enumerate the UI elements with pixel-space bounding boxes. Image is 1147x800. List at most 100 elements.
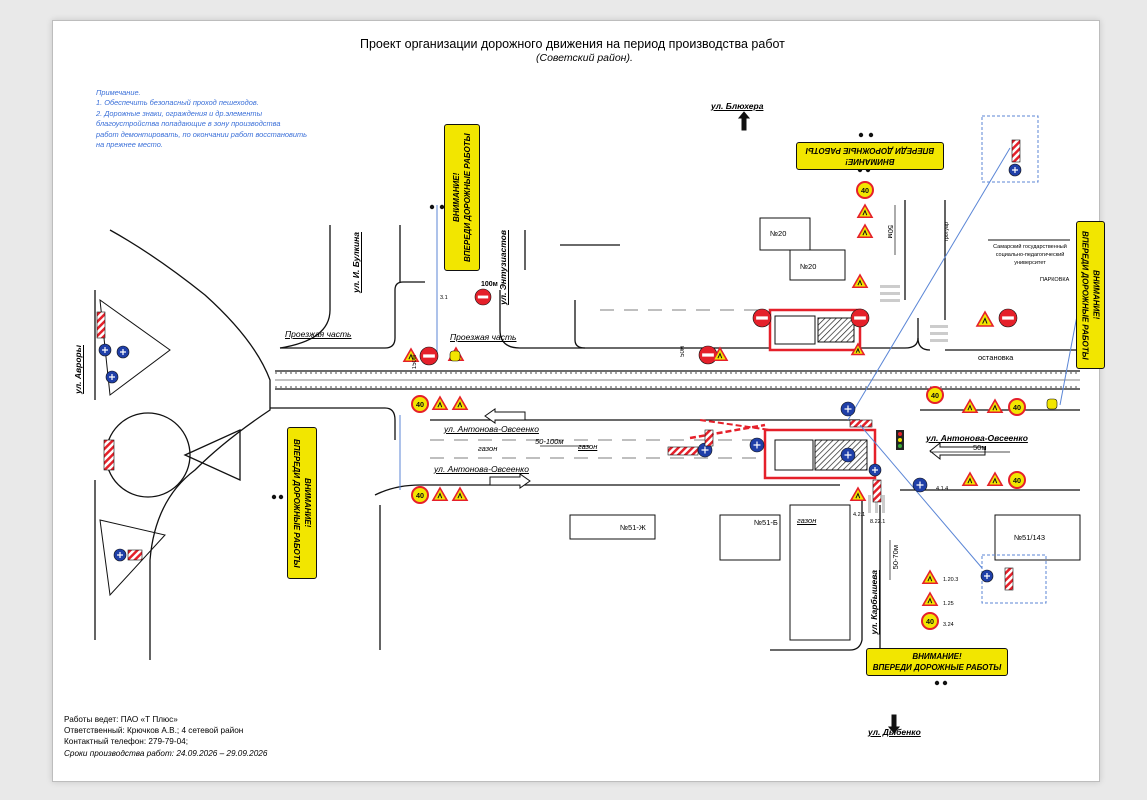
svg-text:40: 40 (931, 391, 939, 400)
beacon-light-icon (449, 350, 461, 362)
sign-post-icon (271, 494, 277, 500)
label-parking: ПАРКОВКА (1040, 277, 1070, 283)
label-100m: 100м (481, 281, 498, 288)
street-avrory: ул. Авроры (73, 345, 83, 394)
notes-line: работ демонтировать, по окончании работ … (96, 129, 308, 139)
mandatory-direction-icon (980, 569, 994, 583)
no-entry-sign-icon (850, 308, 870, 328)
roadworks-warning-icon (431, 395, 449, 411)
notes-block: Примечание. 1. Обеспечить безопасный про… (96, 88, 307, 150)
svg-text:40: 40 (926, 617, 934, 626)
footer-contractor: Работы ведет: ПАО «Т Плюс» (64, 715, 178, 724)
barrier-board-icon (96, 311, 106, 339)
roadworks-warning-icon (856, 223, 874, 239)
warning-board-bottom: ВНИМАНИЕ! ВПЕРЕДИ ДОРОЖНЫЕ РАБОТЫ (866, 648, 1008, 676)
label-bus-stop: остановка (978, 353, 1014, 362)
mandatory-direction-icon (840, 447, 856, 463)
speed-limit-40-icon: 40 (1008, 471, 1026, 489)
barrier-board-icon (1011, 139, 1021, 163)
roadworks-warning-icon (849, 486, 867, 502)
mandatory-direction-icon (98, 343, 112, 357)
speed-limit-40-icon: 40 (856, 181, 874, 199)
barrier-board-icon (704, 429, 714, 447)
tram-track (275, 370, 1080, 390)
label-150m: 150м (412, 355, 418, 370)
road-curbs (270, 200, 1080, 651)
building-20a: №20 (770, 229, 787, 238)
warning-line: ВПЕРЕДИ ДОРОЖНЫЕ РАБОТЫ (463, 133, 472, 262)
label-gazon: газон (478, 444, 498, 453)
lane-markings (430, 309, 860, 459)
notes-line: 1. Обеспечить безопасный проход пешеходо… (96, 98, 259, 108)
building-51-143: №51/143 (1014, 533, 1045, 542)
roadworks-warning-icon (986, 398, 1004, 414)
roadworks-warning-icon (431, 486, 449, 502)
footer-dates: Сроки производства работ: 24.09.2026 – 2… (64, 748, 268, 758)
warning-line: ВНИМАНИЕ! (452, 172, 461, 223)
notes-line: на прежнее место. (96, 140, 163, 150)
work-zone-upper (768, 308, 862, 352)
warning-line: ВПЕРЕДИ ДОРОЖНЫЕ РАБОТЫ (872, 663, 1002, 672)
label-distance: 50м (886, 225, 895, 239)
direction-arrows (484, 111, 986, 734)
building-61zh: №51-Ж (620, 523, 646, 532)
mandatory-direction-icon (113, 548, 127, 562)
pointer-lines (399, 147, 1081, 569)
notes-heading: Примечание. (96, 88, 141, 97)
crosswalks (868, 285, 948, 513)
roadworks-warning-icon (921, 569, 939, 585)
sign-code: 4.1.4 (936, 486, 949, 492)
traffic-light (896, 430, 904, 450)
roadworks-warning-icon (961, 398, 979, 414)
roadworks-warning-icon (711, 346, 729, 362)
svg-text:40: 40 (1013, 403, 1021, 412)
footer-info: Работы ведет: ПАО «Т Плюс» Ответственный… (64, 714, 267, 759)
barrier-board-icon (103, 439, 115, 471)
mandatory-direction-icon (697, 442, 713, 458)
roadworks-warning-icon (451, 395, 469, 411)
footer-responsible: Ответственный: Крючков А.В.; 4 сетевой р… (64, 726, 244, 736)
svg-text:40: 40 (416, 400, 424, 409)
street-bulkina: ул. И. Булкина (351, 232, 361, 293)
label-50m: 50м (680, 346, 686, 357)
no-entry-sign-icon (474, 288, 492, 306)
label-proezzhaya-left: Проезжая часть (285, 329, 352, 339)
label-gazon: газон (578, 442, 598, 451)
mandatory-direction-icon (749, 437, 765, 453)
label-distance: 50-70м (891, 545, 900, 570)
warning-board-left: ВНИМАНИЕ! ВПЕРЕДИ ДОРОЖНЫЕ РАБОТЫ (444, 124, 480, 271)
label-university: Самарский государственный социально-педа… (993, 244, 1067, 266)
building-61b: №51-Б (754, 518, 778, 527)
speed-limit-40-icon: 40 (411, 395, 429, 413)
barrier-board-icon (127, 549, 143, 561)
sign-code: 8.22.1 (870, 519, 886, 525)
no-entry-sign-icon (998, 308, 1018, 328)
street-antonova-lower: ул. Антонова-Овсеенко (434, 464, 529, 474)
roadworks-warning-icon (856, 203, 874, 219)
sign-code: 3.24 (943, 622, 954, 628)
roadworks-warning-icon (961, 471, 979, 487)
svg-text:40: 40 (861, 186, 869, 195)
page-title: Проект организации дорожного движения на… (360, 37, 785, 51)
sign-post-icon (278, 494, 284, 500)
street-dybenko: ул. Дыбенко (868, 727, 921, 737)
street-entuziastov: ул. Энтузиастов (498, 230, 508, 305)
warning-line: ВНИМАНИЕ! (1091, 270, 1101, 320)
mandatory-direction-icon (116, 345, 130, 359)
sign-code: 4.2.1 (853, 512, 866, 518)
warning-line: ВПЕРЕДИ ДОРОЖНЫЕ РАБОТЫ (1080, 230, 1090, 360)
street-blyukhera: ул. Блюхера (711, 101, 764, 111)
warning-line: ВНИМАНИЕ! (303, 478, 312, 528)
notes-line: благоустройства попадающие в зону произв… (96, 119, 281, 129)
label-distance: 50-100м (535, 437, 564, 446)
no-entry-sign-icon (698, 345, 718, 365)
roadworks-warning-icon (451, 486, 469, 502)
roadworks-warning-icon (975, 310, 995, 327)
no-entry-sign-icon (419, 346, 439, 366)
sign-post-icon (439, 204, 445, 210)
label-distance: 50м (973, 443, 987, 452)
mandatory-direction-icon (1008, 163, 1022, 177)
mandatory-direction-icon (105, 370, 119, 384)
